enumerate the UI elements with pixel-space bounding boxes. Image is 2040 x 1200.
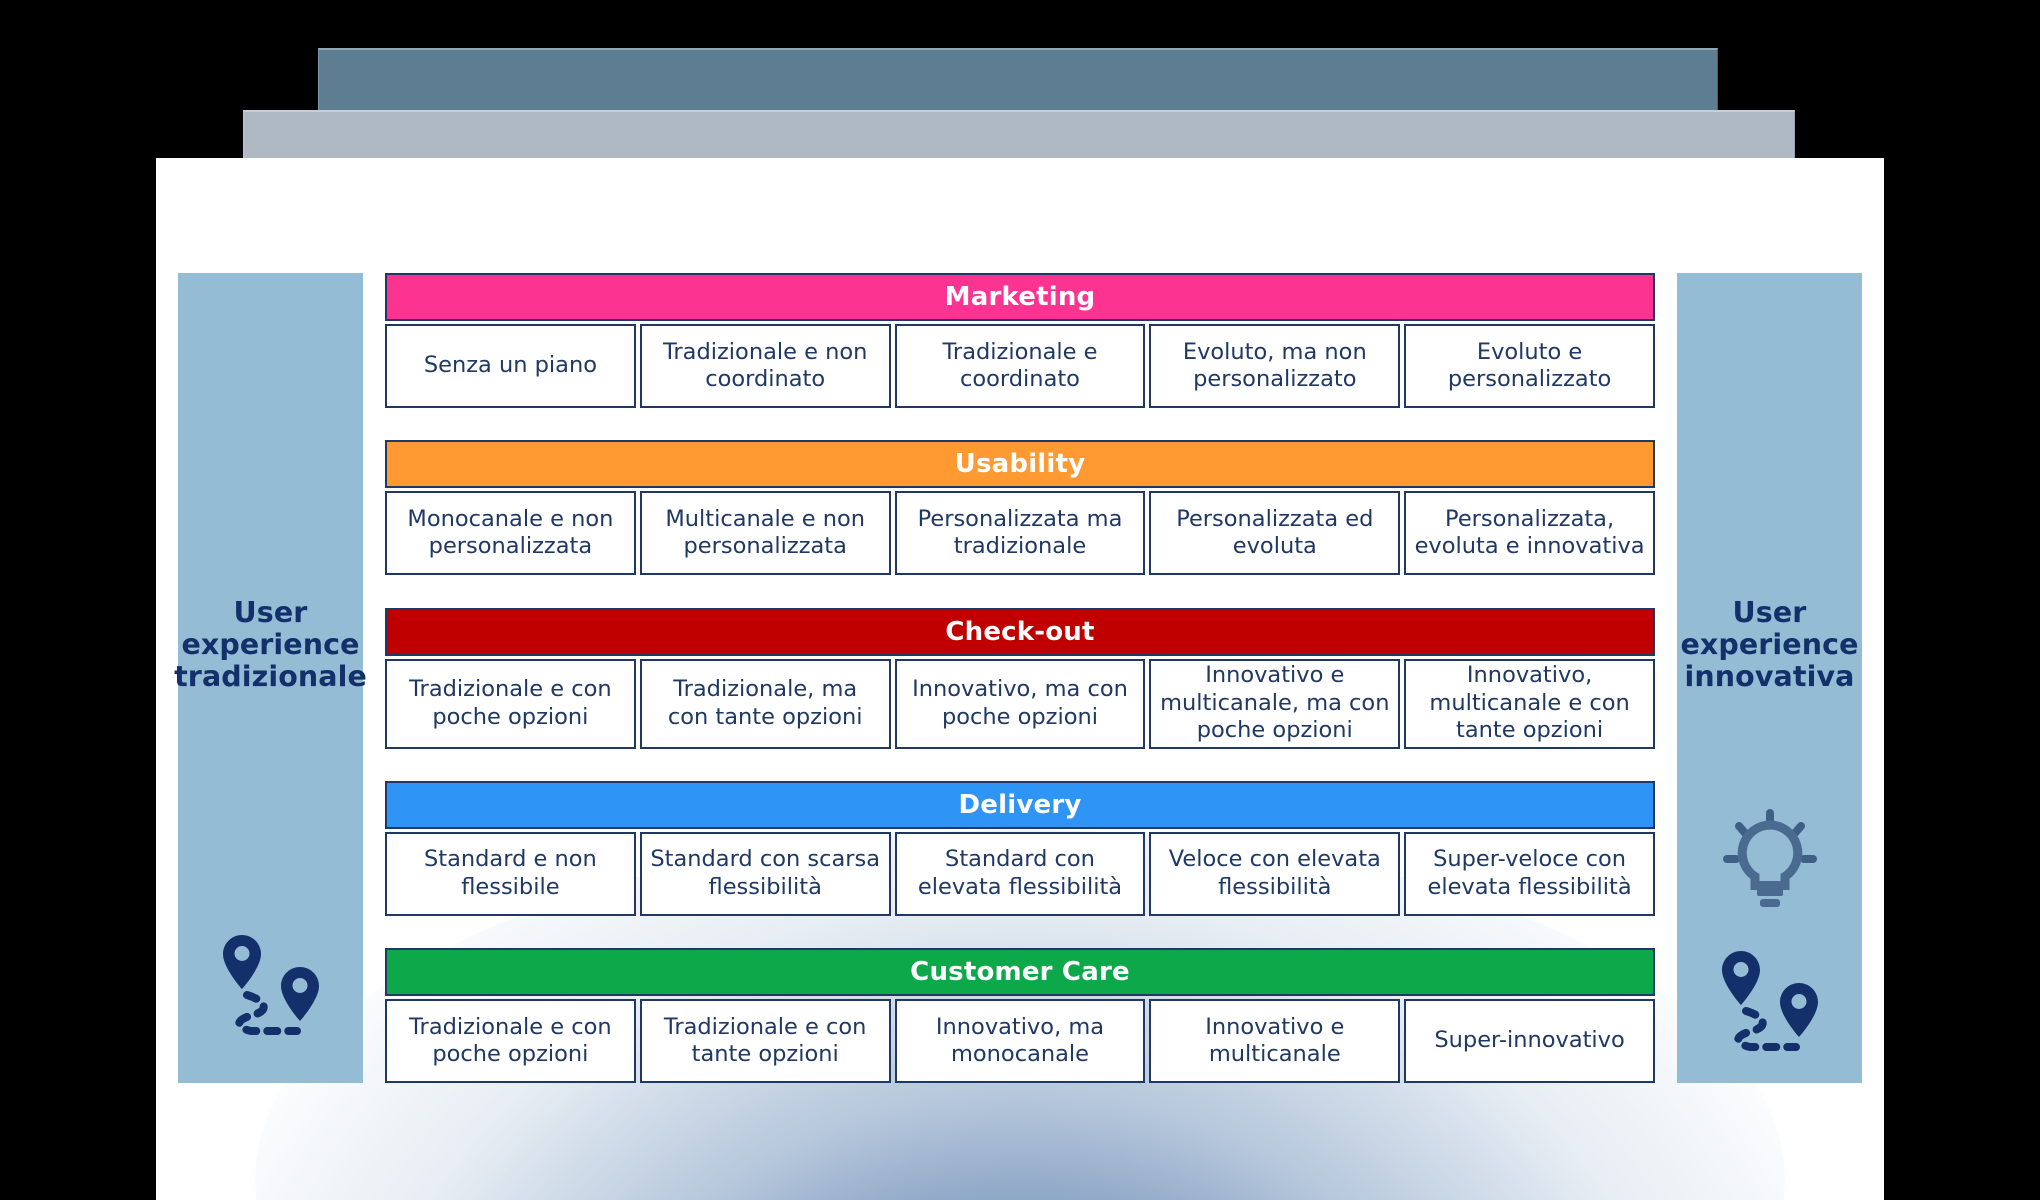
group-row-customer-care: Tradizionale e con poche opzioni Tradizi… <box>385 999 1655 1083</box>
journey-pins-icon <box>211 921 331 1045</box>
group-header-marketing[interactable]: Marketing <box>385 273 1655 321</box>
cell[interactable]: Innovativo e multicanale, ma con poche o… <box>1149 658 1401 749</box>
axis-label-traditional: User experience tradizionale <box>174 595 367 694</box>
group-row-delivery: Standard e non flessibile Standard con s… <box>385 831 1655 916</box>
group-header-customer-care[interactable]: Customer Care <box>385 948 1655 996</box>
cell[interactable]: Innovativo, multicanale e con tante opzi… <box>1404 658 1655 749</box>
cell[interactable]: Veloce con elevata flessibilità <box>1149 831 1401 916</box>
group-delivery: Delivery Standard e non flessibile Stand… <box>385 780 1655 916</box>
slide-page: User experience tradizionale Marketing <box>156 158 1884 1200</box>
group-header-check-out[interactable]: Check-out <box>385 607 1655 656</box>
cell[interactable]: Tradizionale e non coordinato <box>639 324 891 408</box>
cell[interactable]: Innovativo, ma con poche opzioni <box>894 658 1146 749</box>
cell[interactable]: Standard con elevata flessibilità <box>894 831 1146 916</box>
group-header-delivery[interactable]: Delivery <box>385 780 1655 829</box>
lightbulb-icon <box>1716 807 1824 915</box>
cell[interactable]: Tradizionale e coordinato <box>894 324 1146 408</box>
cell[interactable]: Super-veloce con elevata flessibilità <box>1404 831 1655 916</box>
cell[interactable]: Tradizionale e con poche opzioni <box>385 999 636 1083</box>
cell[interactable]: Evoluto e personalizzato <box>1404 324 1655 408</box>
cell[interactable]: Evoluto, ma non personalizzato <box>1149 324 1401 408</box>
axis-panel-left: User experience tradizionale <box>174 273 367 1083</box>
group-marketing: Marketing Senza un piano Tradizionale e … <box>385 273 1655 408</box>
group-header-usability[interactable]: Usability <box>385 440 1655 489</box>
cell[interactable]: Tradizionale e con tante opzioni <box>639 999 891 1083</box>
cell[interactable]: Personalizzata, evoluta e innovativa <box>1404 491 1655 576</box>
cell[interactable]: Monocanale e non personalizzata <box>385 491 636 576</box>
cell[interactable]: Personalizzata ma tradizionale <box>894 491 1146 576</box>
group-check-out: Check-out Tradizionale e con poche opzio… <box>385 607 1655 749</box>
group-row-check-out: Tradizionale e con poche opzioni Tradizi… <box>385 658 1655 749</box>
group-usability: Usability Monocanale e non personalizzat… <box>385 440 1655 576</box>
group-row-marketing: Senza un piano Tradizionale e non coordi… <box>385 324 1655 408</box>
cell[interactable]: Innovativo, ma monocanale <box>894 999 1146 1083</box>
cell[interactable]: Tradizionale e con poche opzioni <box>385 658 636 749</box>
matrix-groups: Marketing Senza un piano Tradizionale e … <box>385 273 1655 1083</box>
cell[interactable]: Personalizzata ed evoluta <box>1149 491 1401 576</box>
axis-label-innovative: User experience innovativa <box>1680 595 1859 694</box>
cell[interactable]: Innovativo e multicanale <box>1149 999 1401 1083</box>
cell[interactable]: Standard con scarsa flessibilità <box>639 831 891 916</box>
axis-panel-right: User experience innovativa <box>1677 273 1862 1083</box>
cell[interactable]: Tradizionale, ma con tante opzioni <box>639 658 891 749</box>
cell[interactable]: Senza un piano <box>385 324 636 408</box>
cell[interactable]: Multicanale e non personalizzata <box>639 491 891 576</box>
cell[interactable]: Super-innovativo <box>1404 999 1655 1083</box>
journey-pins-icon <box>1710 937 1830 1061</box>
group-row-usability: Monocanale e non personalizzata Multican… <box>385 491 1655 576</box>
group-customer-care: Customer Care Tradizionale e con poche o… <box>385 948 1655 1083</box>
cell[interactable]: Standard e non flessibile <box>385 831 636 916</box>
maturity-matrix: User experience tradizionale Marketing <box>156 273 1884 1083</box>
